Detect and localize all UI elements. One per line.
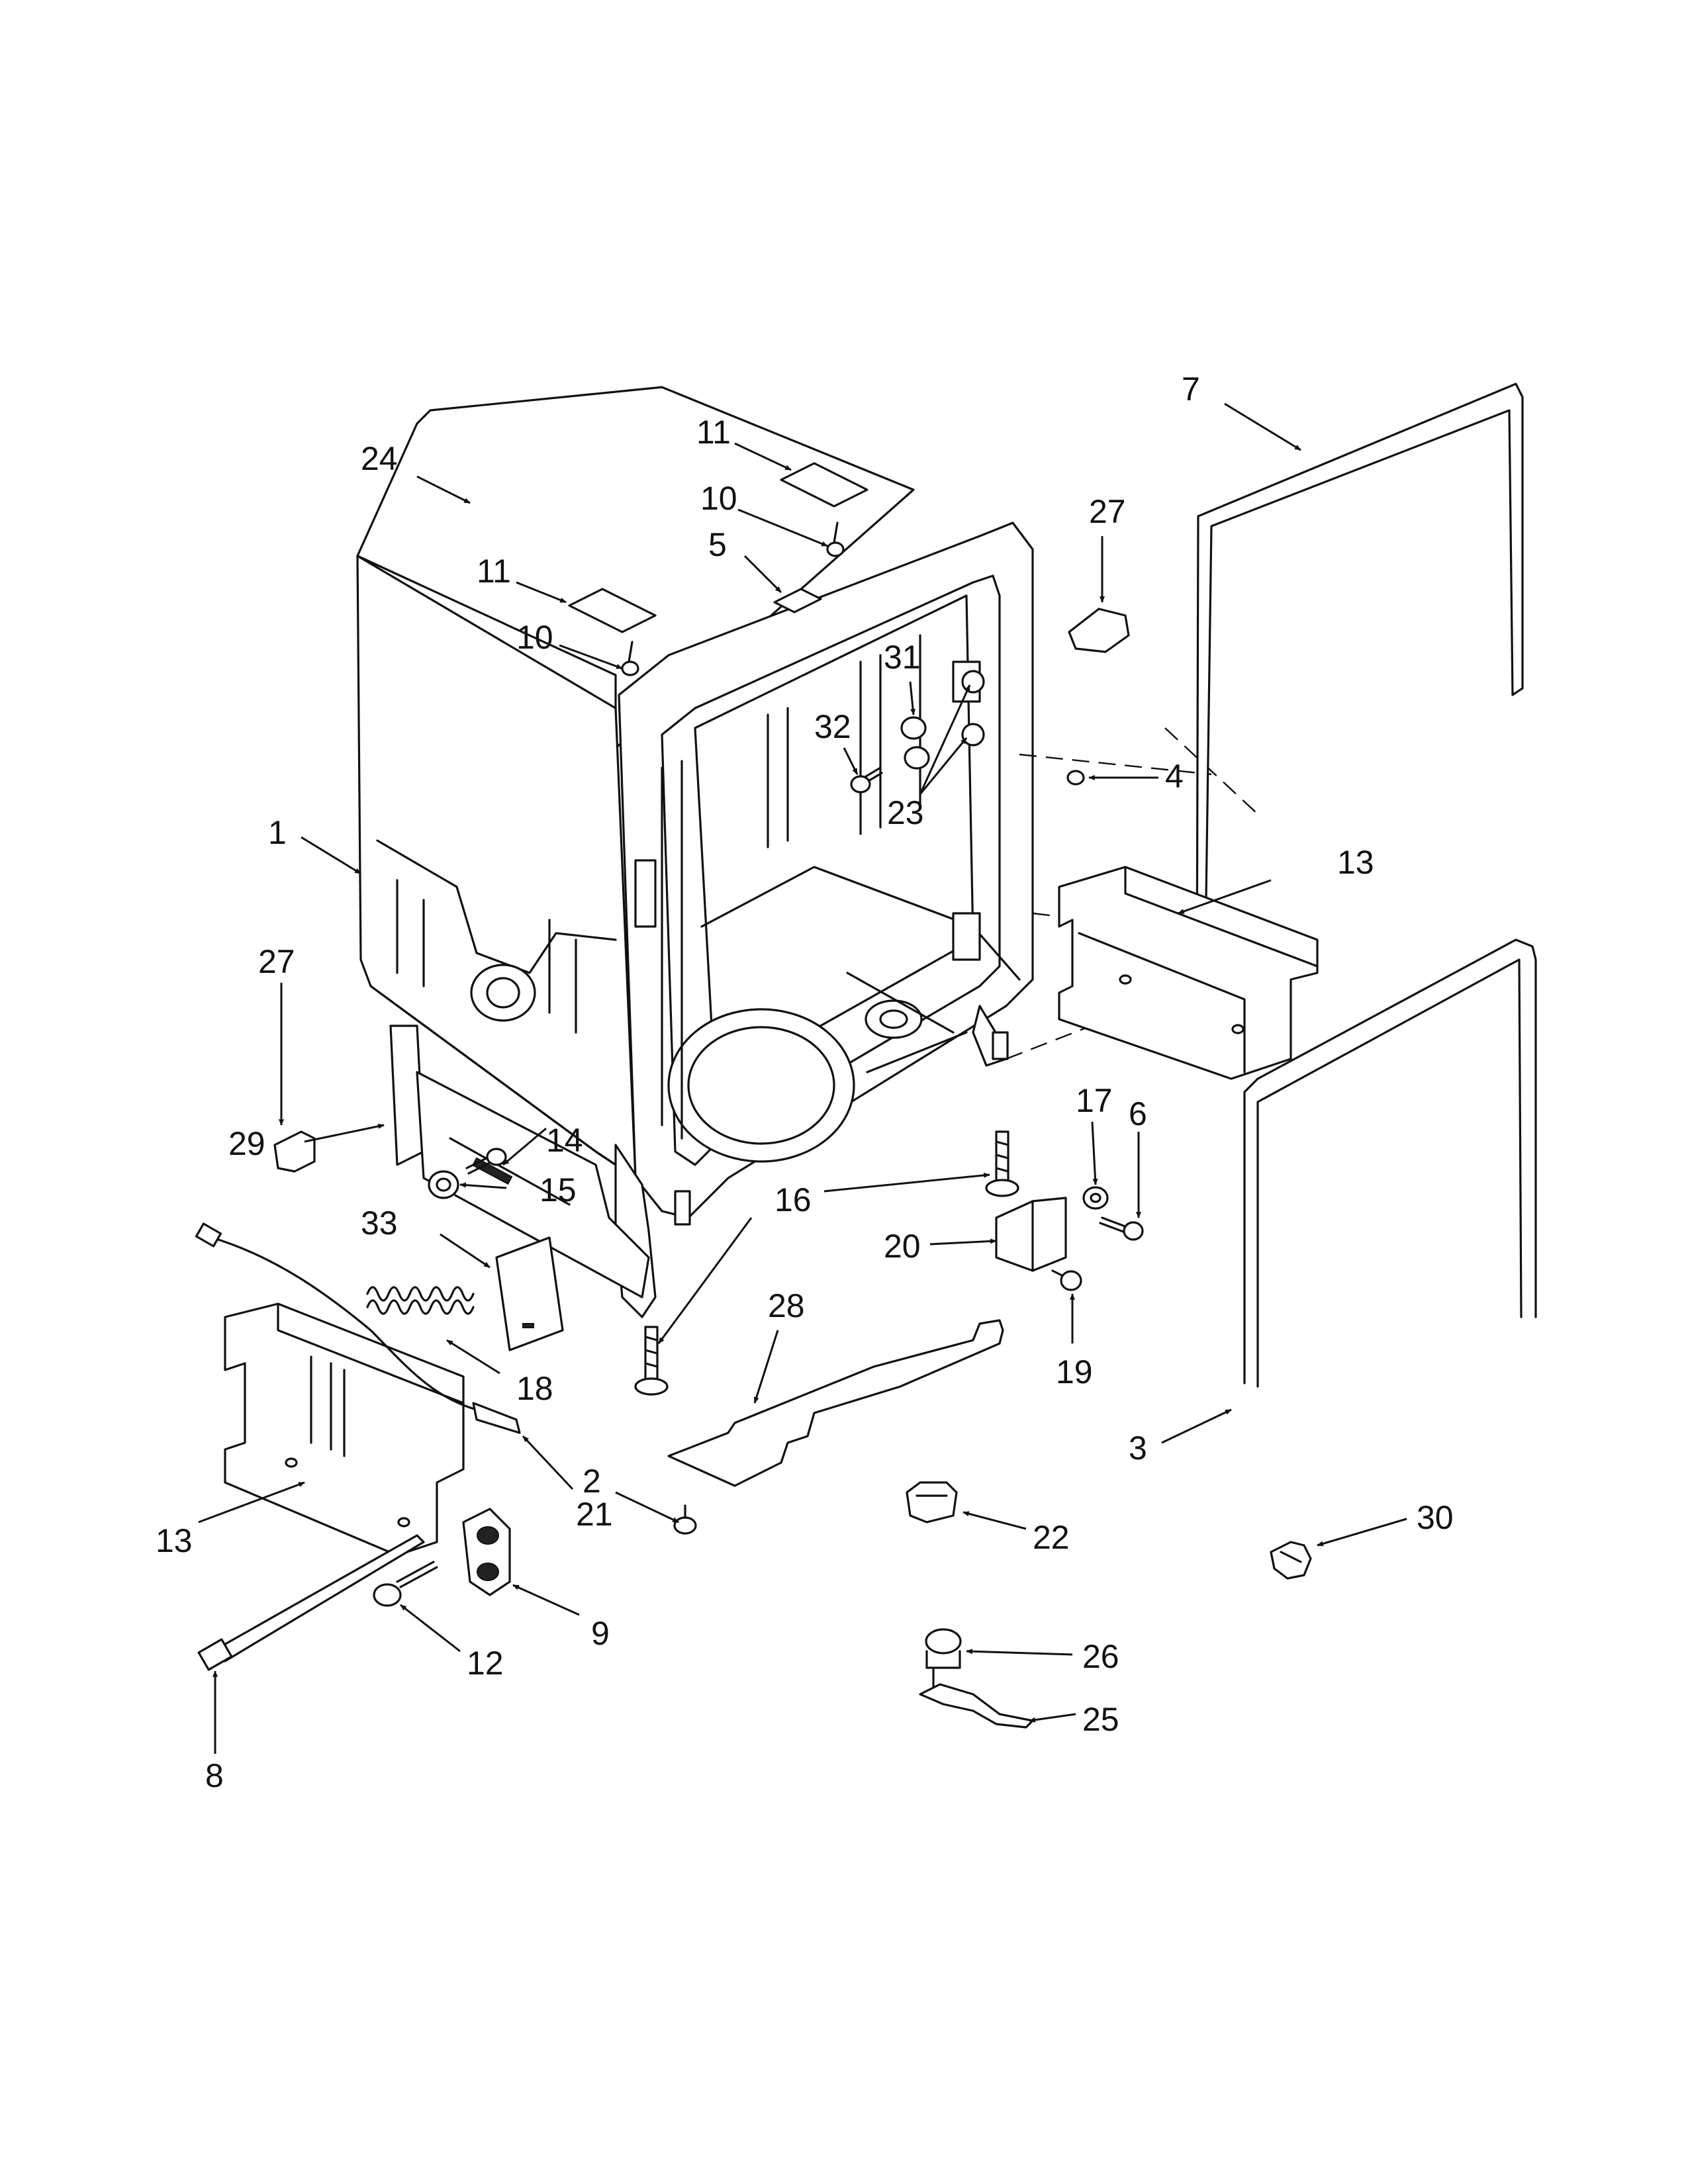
label-card [495,1236,564,1351]
hinge-bracket-11-lower [568,588,657,633]
callout-9: 9 [591,1615,610,1652]
bracket-25 [919,1666,1034,1729]
plug-4 [1066,770,1085,786]
callout-13-lower: 13 [156,1522,193,1559]
callout-29: 29 [228,1125,265,1162]
callout-labels: 1 2 3 4 5 6 7 8 9 10 10 11 11 12 13 13 1… [156,371,1454,1794]
leveling-leg-16-right [985,1130,1019,1197]
door-gasket-top [1196,383,1524,1001]
cable-tie [197,1534,425,1671]
callout-13-upper: 13 [1337,844,1374,881]
callout-12: 12 [467,1645,504,1682]
insulation-block-right [1058,866,1319,1080]
callout-30: 30 [1417,1499,1454,1536]
toe-plate-28 [667,1319,1004,1487]
bumper-2 [673,1504,697,1535]
callout-25: 25 [1082,1701,1119,1738]
clamp-30 [1270,1541,1312,1580]
callout-31: 31 [884,639,921,676]
callout-18: 18 [516,1370,553,1407]
callout-16-right: 16 [774,1181,812,1218]
callout-11-lower: 11 [477,553,511,590]
bracket-20 [995,1197,1067,1272]
washer-17 [1082,1186,1109,1210]
callout-27-top: 27 [1089,493,1126,530]
tub-gasket [1243,938,1537,1388]
callout-20: 20 [884,1228,921,1265]
insulation-block-left [224,1302,465,1557]
callout-6: 6 [1129,1095,1147,1132]
front-base-bracket [389,1024,650,1298]
callout-22: 22 [1033,1519,1070,1556]
callout-23: 23 [887,794,924,831]
screw-19 [1051,1269,1082,1291]
callout-5: 5 [708,526,727,563]
callout-2: 2 [583,1463,601,1500]
leader-arrows [198,402,1407,1754]
callout-8: 8 [205,1757,224,1794]
callout-19: 19 [1056,1353,1093,1390]
spring [366,1286,475,1315]
screw-12 [373,1561,438,1607]
callout-10-lower: 10 [516,619,553,656]
float-26 [925,1628,962,1669]
screw-14 [465,1148,507,1175]
bracket-27-left [273,1130,316,1173]
hinge-bracket-11-upper [780,462,868,508]
clip-5 [773,588,822,614]
callout-26: 26 [1082,1638,1119,1675]
callout-1: 1 [268,814,287,851]
callout-7: 7 [1182,371,1200,408]
callout-33: 33 [361,1205,398,1242]
screw-10-upper [826,522,845,557]
wire-harness [195,1222,521,1434]
callout-14: 14 [546,1122,583,1159]
callout-24: 24 [361,440,398,477]
dishwasher-tub [356,386,1034,1318]
callout-4: 4 [1165,758,1184,795]
leveling-leg-16-left [634,1326,669,1396]
callout-3: 3 [1129,1430,1147,1467]
callout-21: 21 [576,1496,613,1533]
grommet-15 [428,1170,459,1199]
callout-11-upper: 11 [696,414,731,451]
callout-15: 15 [539,1171,577,1208]
screw-6 [1099,1216,1144,1241]
callout-28: 28 [768,1287,805,1324]
callout-32: 32 [814,708,851,745]
callout-27-left: 27 [258,943,295,980]
bracket-27-top [1068,608,1130,653]
grommet-plug [462,1508,511,1596]
callout-10-upper: 10 [700,480,737,517]
callout-17: 17 [1076,1082,1113,1119]
fittings-right-wall [850,670,985,794]
clip-22 [906,1481,958,1524]
